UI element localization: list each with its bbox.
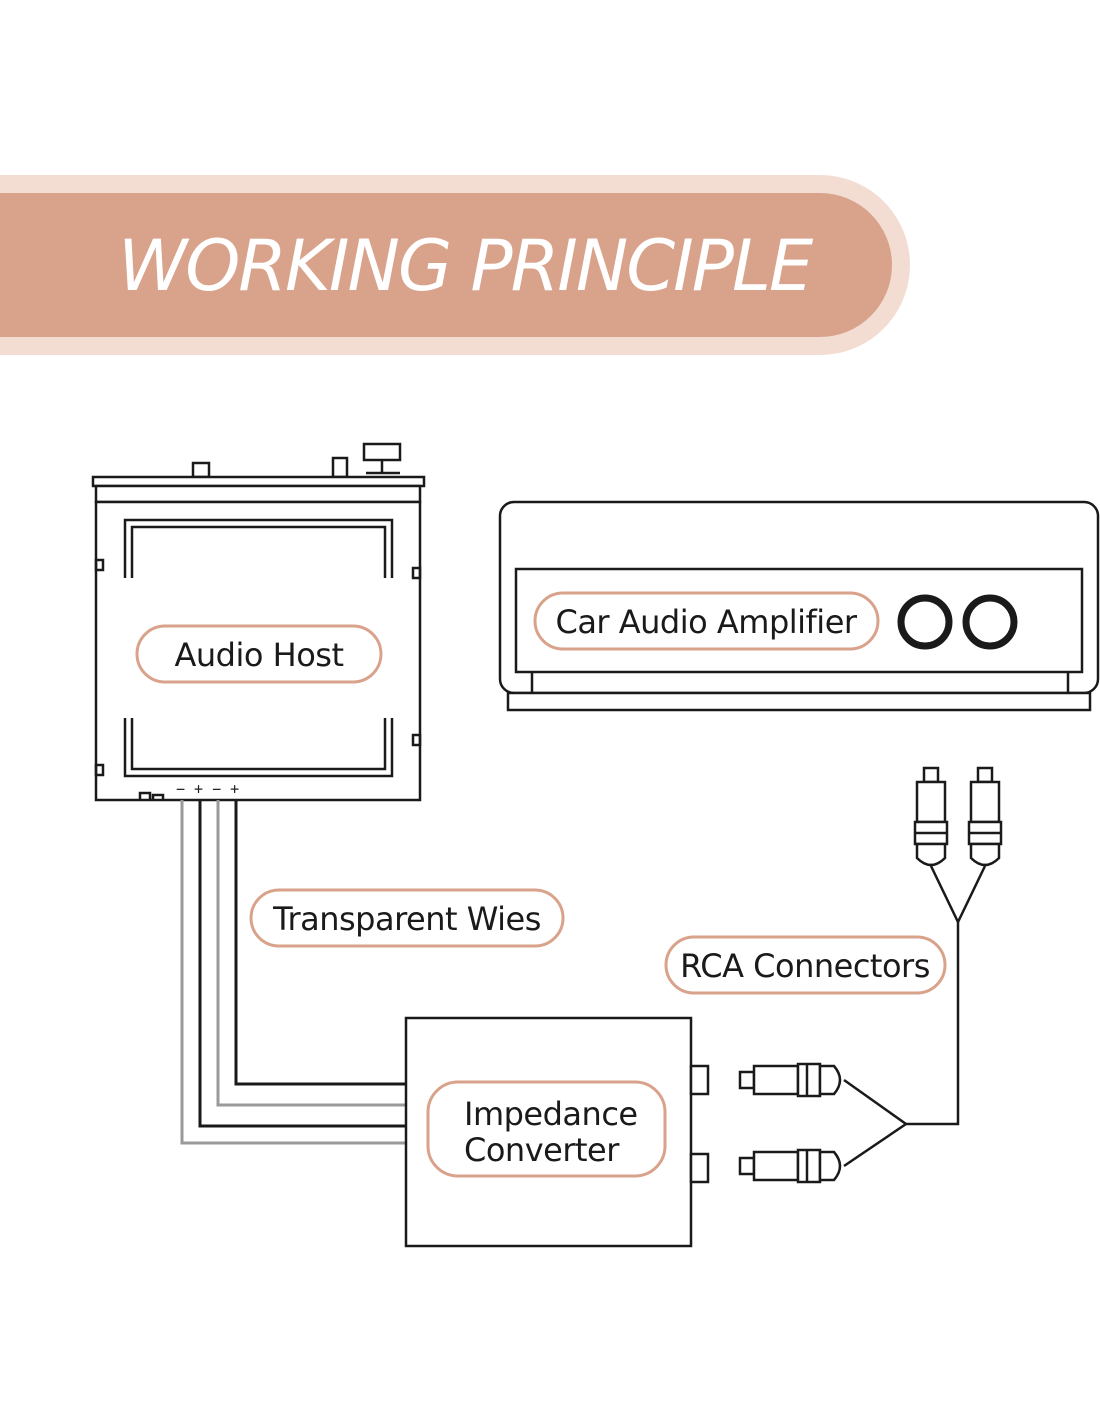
rca-v-left-boot bbox=[915, 842, 947, 867]
host-side-notch-left-1 bbox=[94, 558, 105, 572]
transparent-wires-label: Transparent Wies bbox=[272, 900, 541, 938]
impedance-converter-label-line2: Converter bbox=[464, 1131, 620, 1169]
rca-v-left-collar bbox=[915, 780, 947, 824]
pill-car-audio-amplifier bbox=[533, 591, 880, 651]
audio-host-unit: − + − + bbox=[91, 442, 426, 802]
host-bottom-connector bbox=[138, 791, 165, 800]
wire-3 bbox=[216, 800, 406, 1107]
host-top-plate bbox=[94, 484, 422, 504]
rca-plug-horizontal-bottom bbox=[738, 1148, 842, 1184]
rca-cable-upper-split bbox=[929, 865, 987, 925]
rca-v-left-tip bbox=[922, 766, 940, 784]
transparent-wires bbox=[180, 800, 406, 1145]
converter-output-port-1 bbox=[689, 1064, 710, 1096]
host-top-knob-1 bbox=[191, 461, 211, 479]
rca-cable bbox=[843, 865, 987, 1168]
rca-v-right-collar bbox=[969, 780, 1001, 824]
rca-h-bottom-body bbox=[796, 1148, 822, 1184]
rca-cable-trunk bbox=[906, 922, 960, 1126]
banner-shape bbox=[0, 193, 892, 337]
rca-h-top-collar bbox=[752, 1064, 800, 1096]
host-top-knob-2 bbox=[331, 456, 349, 479]
rca-plug-vertical-left bbox=[913, 766, 949, 867]
label-transparent-wires: Transparent Wies bbox=[249, 888, 565, 948]
rca-h-top-tip bbox=[738, 1070, 756, 1090]
converter-output-port-2 bbox=[689, 1152, 710, 1184]
wire-2 bbox=[198, 800, 406, 1128]
label-audio-host: Audio Host bbox=[135, 624, 383, 684]
pill-audio-host bbox=[135, 624, 383, 684]
impedance-converter-label-line1: Impedance bbox=[464, 1095, 638, 1133]
pill-rca-connectors bbox=[664, 935, 947, 995]
pill-transparent-wires bbox=[249, 888, 565, 948]
host-side-notch-left-2 bbox=[94, 763, 105, 777]
host-upper-bracket bbox=[123, 518, 394, 578]
host-terminal-polarity: − + − + bbox=[176, 780, 239, 798]
wire-4 bbox=[234, 800, 406, 1086]
label-car-audio-amplifier: Car Audio Amplifier bbox=[533, 591, 880, 651]
amp-base bbox=[506, 691, 1092, 712]
host-lower-bracket bbox=[123, 718, 394, 778]
host-top-rail bbox=[91, 475, 426, 488]
rca-cable-lower-split bbox=[843, 1078, 909, 1168]
amp-knob-left bbox=[897, 594, 953, 650]
pill-impedance-converter bbox=[426, 1080, 667, 1178]
rca-plug-horizontal-top bbox=[738, 1062, 842, 1098]
host-lower-bracket-inner bbox=[130, 718, 387, 771]
rca-v-right-tip bbox=[976, 766, 994, 784]
wire-1 bbox=[180, 800, 406, 1145]
rca-h-top-body bbox=[796, 1062, 822, 1098]
title-banner: WORKING PRINCIPLE bbox=[0, 175, 910, 355]
label-rca-connectors: RCA Connectors bbox=[664, 935, 947, 995]
host-side-notch-right-2 bbox=[411, 733, 422, 747]
rca-v-right-boot bbox=[969, 842, 1001, 867]
rca-h-top-boot bbox=[818, 1064, 842, 1096]
rca-connectors-label: RCA Connectors bbox=[680, 947, 930, 985]
label-impedance-converter: Impedance Converter bbox=[426, 1080, 667, 1178]
amp-knob-right bbox=[962, 594, 1018, 650]
car-audio-amplifier-label: Car Audio Amplifier bbox=[555, 603, 857, 641]
rca-h-bottom-collar bbox=[752, 1150, 800, 1182]
host-top-knob-3 bbox=[362, 442, 402, 462]
rca-h-bottom-boot bbox=[818, 1150, 842, 1182]
rca-h-bottom-tip bbox=[738, 1156, 756, 1176]
host-side-notch-right-1 bbox=[411, 566, 422, 580]
rca-plug-vertical-right bbox=[967, 766, 1003, 867]
host-upper-bracket-inner bbox=[130, 525, 387, 578]
audio-host-label: Audio Host bbox=[175, 636, 344, 674]
banner-title: WORKING PRINCIPLE bbox=[118, 225, 814, 307]
